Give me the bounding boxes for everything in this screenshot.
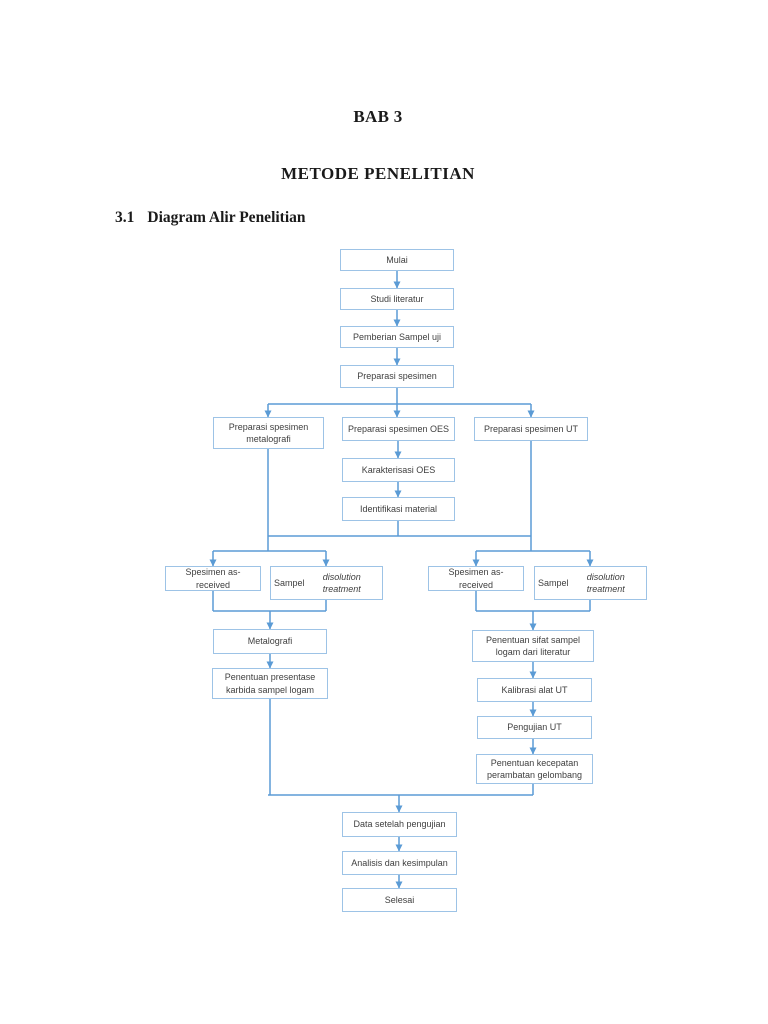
section-number: 3.1: [115, 209, 135, 226]
node-karakterisasi-oes: Karakterisasi OES: [342, 458, 455, 482]
label-normal: Sampel: [274, 577, 305, 588]
node-sampel-disolution-right: Sampel disolution treatment: [534, 566, 647, 600]
node-sampel-disolution-left: Sampel disolution treatment: [270, 566, 383, 600]
section-heading: 3.1 Diagram Alir Penelitian: [115, 209, 306, 227]
node-selesai: Selesai: [342, 888, 457, 912]
node-preparasi-spesimen: Preparasi spesimen: [340, 365, 454, 388]
node-preparasi-spesimen-metalografi: Preparasi spesimen metalografi: [213, 417, 324, 449]
node-analisis-kesimpulan: Analisis dan kesimpulan: [342, 851, 457, 875]
node-preparasi-spesimen-ut: Preparasi spesimen UT: [474, 417, 588, 441]
node-mulai: Mulai: [340, 249, 454, 271]
node-studi-literatur: Studi literatur: [340, 288, 454, 310]
node-penentuan-sifat: Penentuan sifat sampel logam dari litera…: [472, 630, 594, 662]
node-identifikasi-material: Identifikasi material: [342, 497, 455, 521]
label-italic: disolution treatment: [322, 571, 361, 594]
chapter-title: BAB 3: [353, 107, 403, 126]
label-normal: Sampel: [538, 577, 569, 588]
node-kalibrasi-alat-ut: Kalibrasi alat UT: [477, 678, 592, 702]
node-preparasi-spesimen-oes: Preparasi spesimen OES: [342, 417, 455, 441]
node-metalografi: Metalografi: [213, 629, 327, 654]
node-data-setelah-pengujian: Data setelah pengujian: [342, 812, 457, 837]
label-italic: disolution treatment: [586, 571, 625, 594]
node-spesimen-as-received-right: Spesimen as-received: [428, 566, 524, 591]
node-penentuan-presentase: Penentuan presentase karbida sampel loga…: [212, 668, 328, 699]
main-title: METODE PENELITIAN: [281, 164, 475, 183]
node-pengujian-ut: Pengujian UT: [477, 716, 592, 739]
node-spesimen-as-received-left: Spesimen as-received: [165, 566, 261, 591]
node-pemberian-sampel-uji: Pemberian Sampel uji: [340, 326, 454, 348]
section-title: Diagram Alir Penelitian: [147, 209, 306, 226]
node-penentuan-kecepatan: Penentuan kecepatan perambatan gelombang: [476, 754, 593, 784]
